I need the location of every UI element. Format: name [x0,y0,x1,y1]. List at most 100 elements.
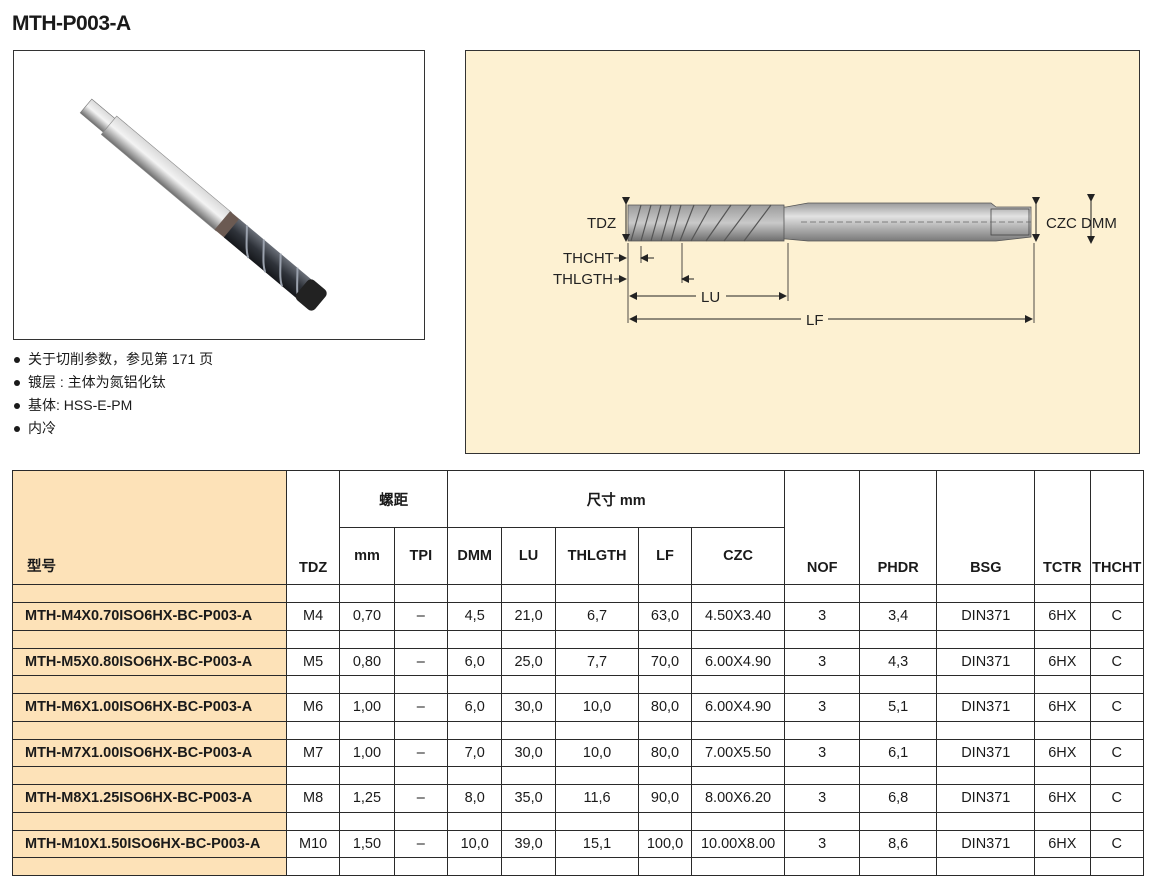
spacer-cell [1034,720,1091,740]
spacer-cell [690,720,786,740]
cell-model: MTH-M7X1.00ISO6HX-BC-P003-A [12,738,287,767]
spacer-cell [690,811,786,831]
cell-model: MTH-M5X0.80ISO6HX-BC-P003-A [12,647,287,676]
cell-mm: 0,80 [339,647,395,676]
cell-bsg: DIN371 [936,829,1036,858]
table-spacer-row [12,675,1144,694]
cell-thcht: C [1089,784,1144,813]
cell-bsg: DIN371 [936,602,1036,631]
bullet-icon [14,425,20,432]
cell-tdz: M8 [285,784,341,813]
spacer-cell [936,629,1036,649]
cell-model: MTH-M8X1.25ISO6HX-BC-P003-A [12,784,287,813]
spacer-cell [447,857,503,876]
spacer-cell [285,857,341,876]
table-spacer-row [12,629,1144,649]
column-header-bsg: BSG [936,470,1036,585]
column-header-nof: NOF [784,470,860,585]
spacer-cell [690,766,786,785]
cell-thcht: C [1089,647,1144,676]
spacer-cell [936,811,1036,831]
cell-tdz: M10 [285,829,341,858]
cell-thlgth: 11,6 [554,784,640,813]
spacer-cell [554,584,640,603]
cell-lf: 90,0 [638,784,692,813]
thcht-label: THCHT [563,250,614,267]
spacer-cell [501,811,556,831]
cell-dmm: 6,0 [447,693,503,722]
spacer-cell [638,675,692,694]
cell-thcht: C [1089,602,1144,631]
cell-lf: 63,0 [638,602,692,631]
cell-nof: 3 [784,738,860,767]
spacer-cell [12,811,287,831]
cell-lf: 100,0 [638,829,692,858]
cell-phdr: 3,4 [858,602,938,631]
spacer-cell [393,857,449,876]
spacer-cell [501,766,556,785]
spacer-cell [1034,584,1091,603]
cell-thlgth: 10,0 [554,738,640,767]
bullet-icon [14,356,20,363]
cell-model: MTH-M4X0.70ISO6HX-BC-P003-A [12,602,287,631]
spacer-cell [447,811,503,831]
spacer-cell [393,629,449,649]
spacer-cell [1089,720,1144,740]
spacer-cell [554,857,640,876]
spacer-cell [554,720,640,740]
cell-tctr: 6HX [1034,647,1091,676]
spacer-cell [12,766,287,785]
list-item: 关于切削参数，参见第 171 页 [13,348,213,371]
cell-nof: 3 [784,693,860,722]
spacer-cell [1034,675,1091,694]
spacer-cell [393,720,449,740]
cell-czc: 10.00X8.00 [690,829,786,858]
cell-tctr: 6HX [1034,784,1091,813]
spacer-cell [12,720,287,740]
column-header-lf: LF [638,527,692,585]
spacer-cell [858,811,938,831]
spacer-cell [554,766,640,785]
spacer-cell [638,857,692,876]
cell-mm: 0,70 [339,602,395,631]
czc-label: CZC [1046,215,1077,232]
cell-tdz: M5 [285,647,341,676]
tdz-label: TDZ [587,215,616,232]
cell-bsg: DIN371 [936,647,1036,676]
spacer-cell [554,675,640,694]
cell-czc: 6.00X4.90 [690,647,786,676]
spacer-cell [12,857,287,876]
spacer-cell [784,811,860,831]
cell-dmm: 10,0 [447,829,503,858]
cell-mm: 1,00 [339,693,395,722]
spacer-cell [690,857,786,876]
spacer-cell [339,629,395,649]
spacer-cell [285,766,341,785]
table-spacer-row [12,766,1144,785]
spacer-cell [285,675,341,694]
cell-thlgth: 10,0 [554,693,640,722]
cell-dmm: 8,0 [447,784,503,813]
table-header-row: 型号 TDZ 螺距 尺寸 mm NOF PHDR BSG TCTR THCHT [12,470,1144,585]
column-group-pitch: 螺距 [339,470,449,528]
tap-photo-illustration [79,98,327,311]
cell-dmm: 6,0 [447,647,503,676]
cell-lu: 21,0 [501,602,556,631]
cell-thcht: C [1089,693,1144,722]
spacer-cell [784,584,860,603]
dmm-label: DMM [1081,215,1117,232]
spacer-cell [784,629,860,649]
cell-phdr: 6,1 [858,738,938,767]
spacer-cell [393,675,449,694]
spacer-cell [554,811,640,831]
table-spacer-row [12,584,1144,603]
spacer-cell [447,675,503,694]
spacer-cell [12,675,287,694]
spacer-cell [393,584,449,603]
cell-dmm: 4,5 [447,602,503,631]
cell-phdr: 5,1 [858,693,938,722]
spacer-cell [1089,584,1144,603]
spacer-cell [1089,675,1144,694]
